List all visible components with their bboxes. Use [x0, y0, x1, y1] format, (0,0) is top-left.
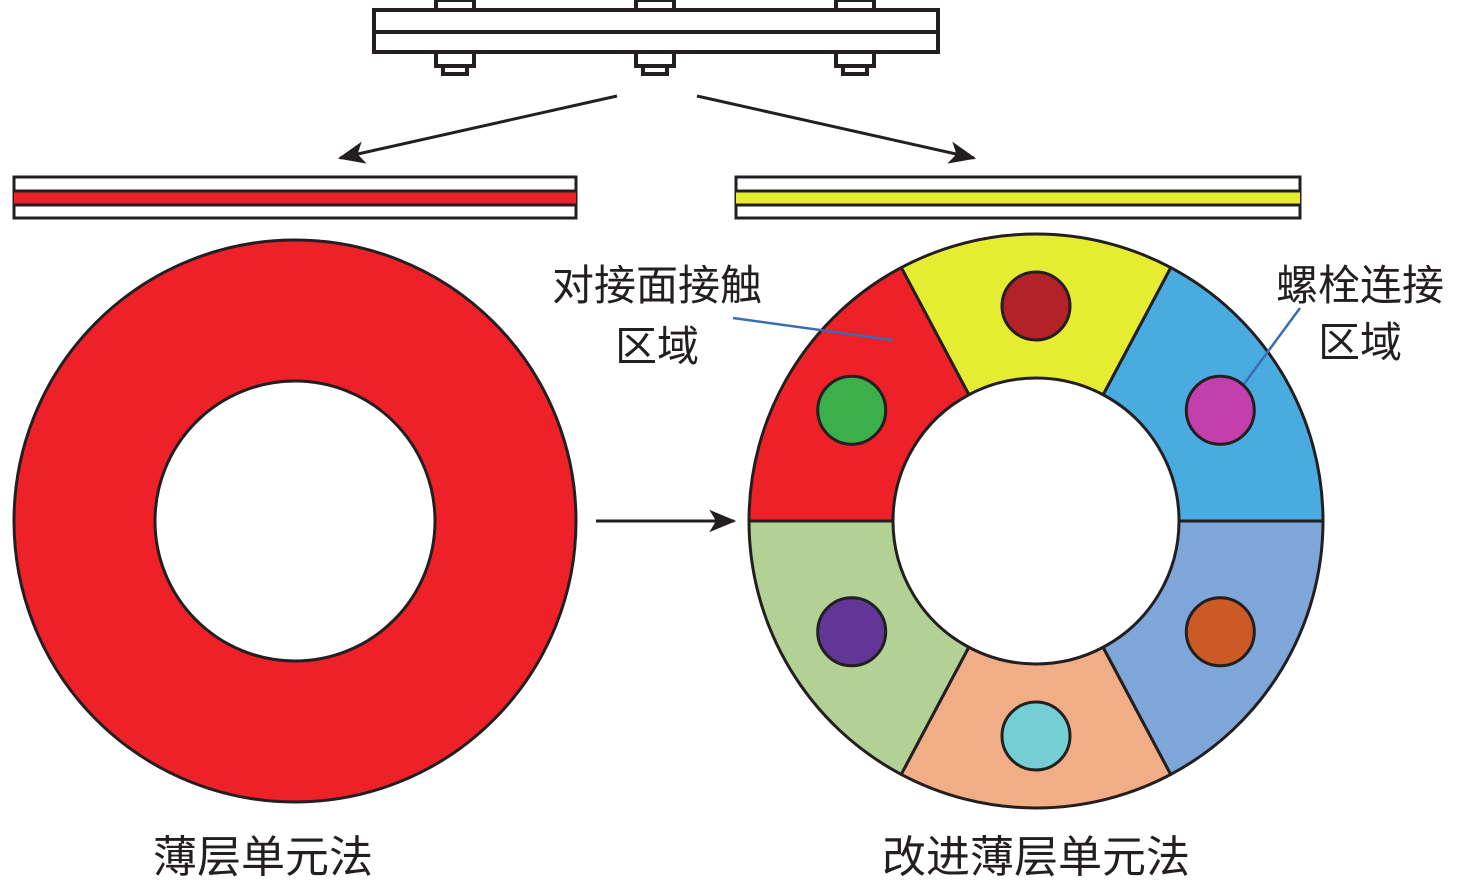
bolt-region-label-line2: 区域	[1318, 318, 1402, 367]
bolt-hole-green	[816, 596, 888, 668]
arrow-to-right-layer	[696, 94, 977, 164]
contact-region-leader-line	[732, 316, 894, 342]
lower-plate	[372, 30, 940, 54]
bolt-hole-blue	[1184, 374, 1256, 446]
bolt-hole-peach	[1000, 700, 1072, 772]
nut-1	[434, 50, 476, 68]
bolt-hole-periwinkle	[1184, 596, 1256, 668]
upper-plate	[372, 8, 940, 34]
arrow-to-left-layer	[337, 94, 618, 164]
bolt-hole-red	[816, 374, 888, 446]
right-caption: 改进薄层单元法	[882, 832, 1190, 883]
contact-region-label-line2: 区域	[615, 322, 699, 371]
left-caption: 薄层单元法	[153, 832, 373, 883]
bolt-hole-yellow	[1000, 270, 1072, 342]
bolt-end-3	[841, 64, 869, 76]
left-ring-region	[12, 238, 578, 804]
right-segmented-annulus	[747, 232, 1325, 810]
right-thin-layer-strip	[734, 175, 1302, 220]
contact-region-label-line1: 对接面接触	[552, 261, 762, 310]
bolt-end-2	[641, 64, 669, 76]
bolt-region-leader-line	[1242, 307, 1302, 385]
left-layer-fill	[14, 191, 576, 205]
nut-3	[834, 50, 876, 68]
left-annulus	[12, 238, 578, 804]
bolt-region-label-line1: 螺栓连接	[1276, 261, 1444, 310]
nut-2	[634, 50, 676, 68]
bolted-joint-schematic	[372, 0, 940, 76]
bolt-end-1	[441, 64, 469, 76]
right-layer-fill	[736, 191, 1300, 205]
left-thin-layer-strip	[12, 175, 578, 220]
